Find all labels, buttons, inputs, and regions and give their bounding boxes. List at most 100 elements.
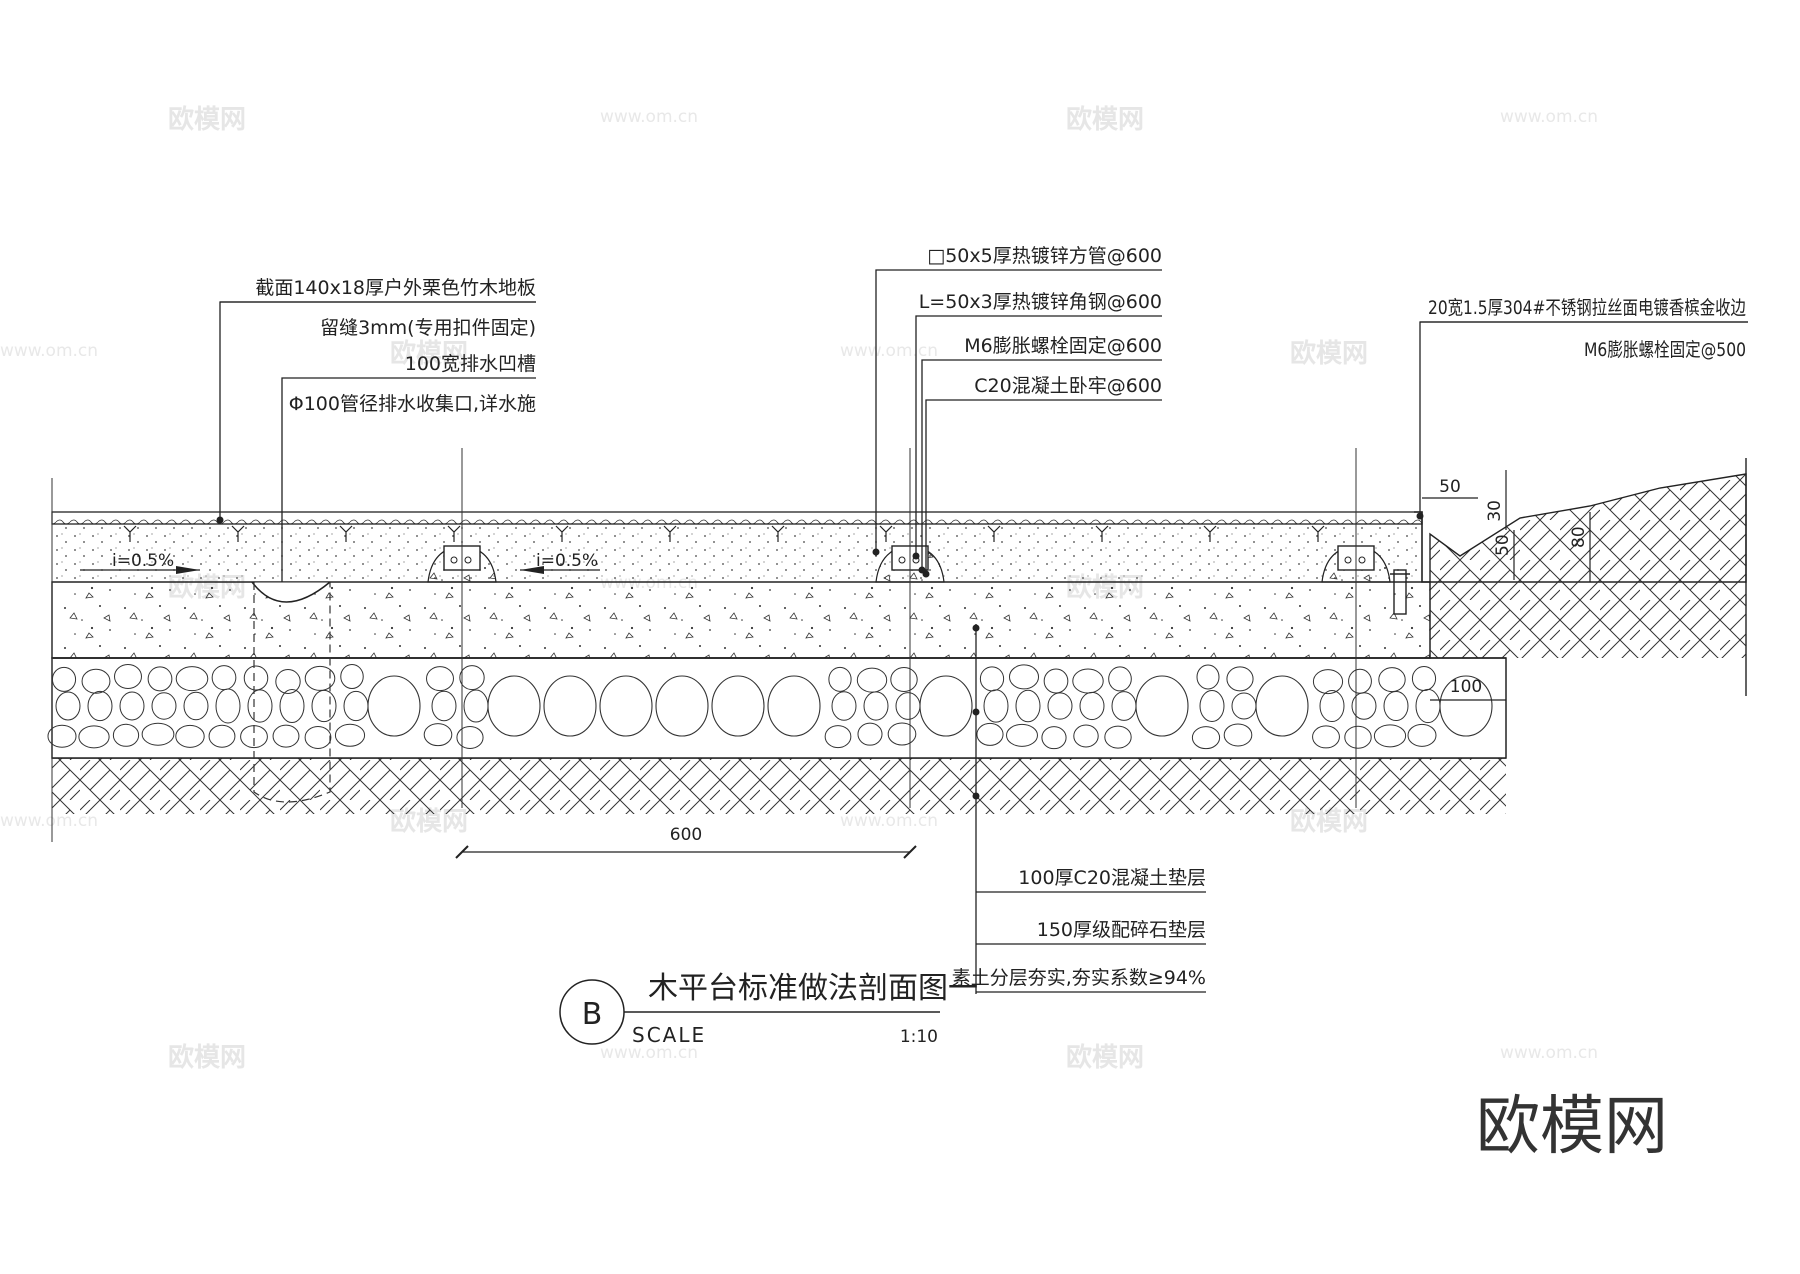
label-pier: C20混凝土卧牢@600	[974, 375, 1162, 397]
stone	[55, 691, 81, 721]
stone	[423, 723, 453, 747]
stone	[919, 675, 973, 737]
stone	[147, 666, 173, 692]
stone	[272, 724, 300, 748]
stone	[1043, 668, 1069, 694]
stone	[47, 724, 77, 748]
clip-icon	[987, 525, 1001, 542]
stone	[1104, 725, 1132, 749]
stone	[81, 668, 111, 694]
stone	[141, 722, 175, 746]
scale-label: SCALE	[632, 1023, 706, 1047]
stone	[78, 725, 110, 749]
stone	[1079, 691, 1105, 721]
stone	[87, 690, 113, 722]
watermark-url: www.om.cn	[840, 811, 938, 831]
bolt-icon	[1358, 556, 1366, 564]
stone	[112, 723, 140, 747]
watermark-logo: 欧模网	[390, 338, 468, 369]
clip-icon	[231, 525, 245, 542]
label-concrete: 100厚C20混凝土垫层	[1018, 867, 1206, 889]
stone	[887, 722, 917, 746]
dim-100: 100	[1450, 677, 1482, 697]
clip-icon	[447, 525, 461, 542]
stone	[1008, 664, 1040, 690]
watermark-url: www.om.cn	[0, 811, 98, 831]
stone	[1041, 726, 1067, 750]
stone	[856, 667, 888, 693]
stone	[119, 691, 145, 721]
watermark-url: www.om.cn	[840, 341, 938, 361]
stone	[1226, 666, 1254, 692]
stone	[208, 724, 236, 748]
stone	[1108, 666, 1132, 692]
label-groove: 100宽排水凹槽	[405, 353, 536, 375]
stone	[1047, 692, 1073, 720]
bolt-icon	[464, 556, 472, 564]
clip-icon	[1311, 525, 1325, 542]
deck-clips	[123, 525, 1325, 542]
watermark-logo: 欧模网	[168, 1042, 246, 1073]
stone	[456, 725, 484, 749]
deck-structure	[51, 511, 1430, 615]
label-soil: 素土分层夯实,夯实系数≥94%	[952, 967, 1206, 989]
stone	[1073, 724, 1099, 748]
drawing-title: 木平台标准做法剖面图一	[648, 971, 978, 1006]
stone	[1351, 692, 1377, 720]
clip-icon	[771, 525, 785, 542]
annotation-labels: 截面140x18厚户外栗色竹木地板 留缝3mm(专用扣件固定) 100宽排水凹槽…	[112, 245, 1746, 989]
stone	[983, 689, 1009, 723]
label-bolt: M6膨胀螺栓固定@600	[964, 335, 1162, 357]
stone	[426, 666, 454, 692]
label-angle: L=50x3厚热镀锌角钢@600	[919, 291, 1162, 313]
watermark-url: www.om.cn	[600, 107, 698, 127]
stone	[1191, 726, 1221, 750]
stone	[151, 692, 177, 720]
section-marker: B	[582, 997, 603, 1032]
watermark-url: www.om.cn	[0, 341, 98, 361]
stone	[1015, 689, 1041, 723]
stone	[655, 675, 709, 737]
bolt-icon	[898, 556, 906, 564]
stone	[275, 669, 301, 695]
stone	[459, 665, 485, 691]
label-gravel: 150厚级配碎石垫层	[1037, 919, 1206, 941]
stone	[304, 665, 336, 691]
slope-middle: i=0.5%	[536, 551, 598, 571]
stone	[863, 691, 889, 721]
stone	[175, 666, 209, 692]
clip-icon	[123, 525, 137, 542]
stone	[279, 688, 305, 724]
stone	[1312, 725, 1340, 749]
stone	[1199, 690, 1225, 722]
stone	[1312, 669, 1344, 695]
clip-icon	[339, 525, 353, 542]
stone	[767, 675, 821, 737]
stone	[1439, 675, 1493, 737]
watermark-url: www.om.cn	[600, 1043, 698, 1063]
dimensions: 600 50 30 50 80 100	[455, 470, 1591, 859]
stone	[711, 675, 765, 737]
stone	[857, 722, 883, 746]
watermark-logo: 欧模网	[1290, 338, 1368, 369]
label-gap: 留缝3mm(专用扣件固定)	[320, 317, 536, 339]
edge-bolt-icon	[1393, 569, 1407, 615]
stone	[976, 722, 1004, 746]
stone	[247, 689, 273, 723]
stone	[340, 664, 364, 690]
stone	[243, 665, 269, 691]
dim-30: 30	[1485, 500, 1505, 522]
stone	[828, 666, 852, 692]
stone	[890, 667, 918, 693]
dim-spacing: 600	[670, 825, 702, 845]
stone	[1319, 689, 1345, 723]
label-pipe: Φ100管径排水收集口,详水施	[289, 393, 536, 415]
stone	[311, 689, 337, 723]
gravel-stones	[47, 663, 1493, 750]
bolt-icon	[450, 556, 458, 564]
stone	[824, 725, 852, 749]
bolt-icon	[1344, 556, 1352, 564]
label-tube: □50x5厚热镀锌方管@600	[927, 245, 1162, 267]
leader-lines	[219, 269, 1748, 994]
stone	[114, 663, 142, 689]
